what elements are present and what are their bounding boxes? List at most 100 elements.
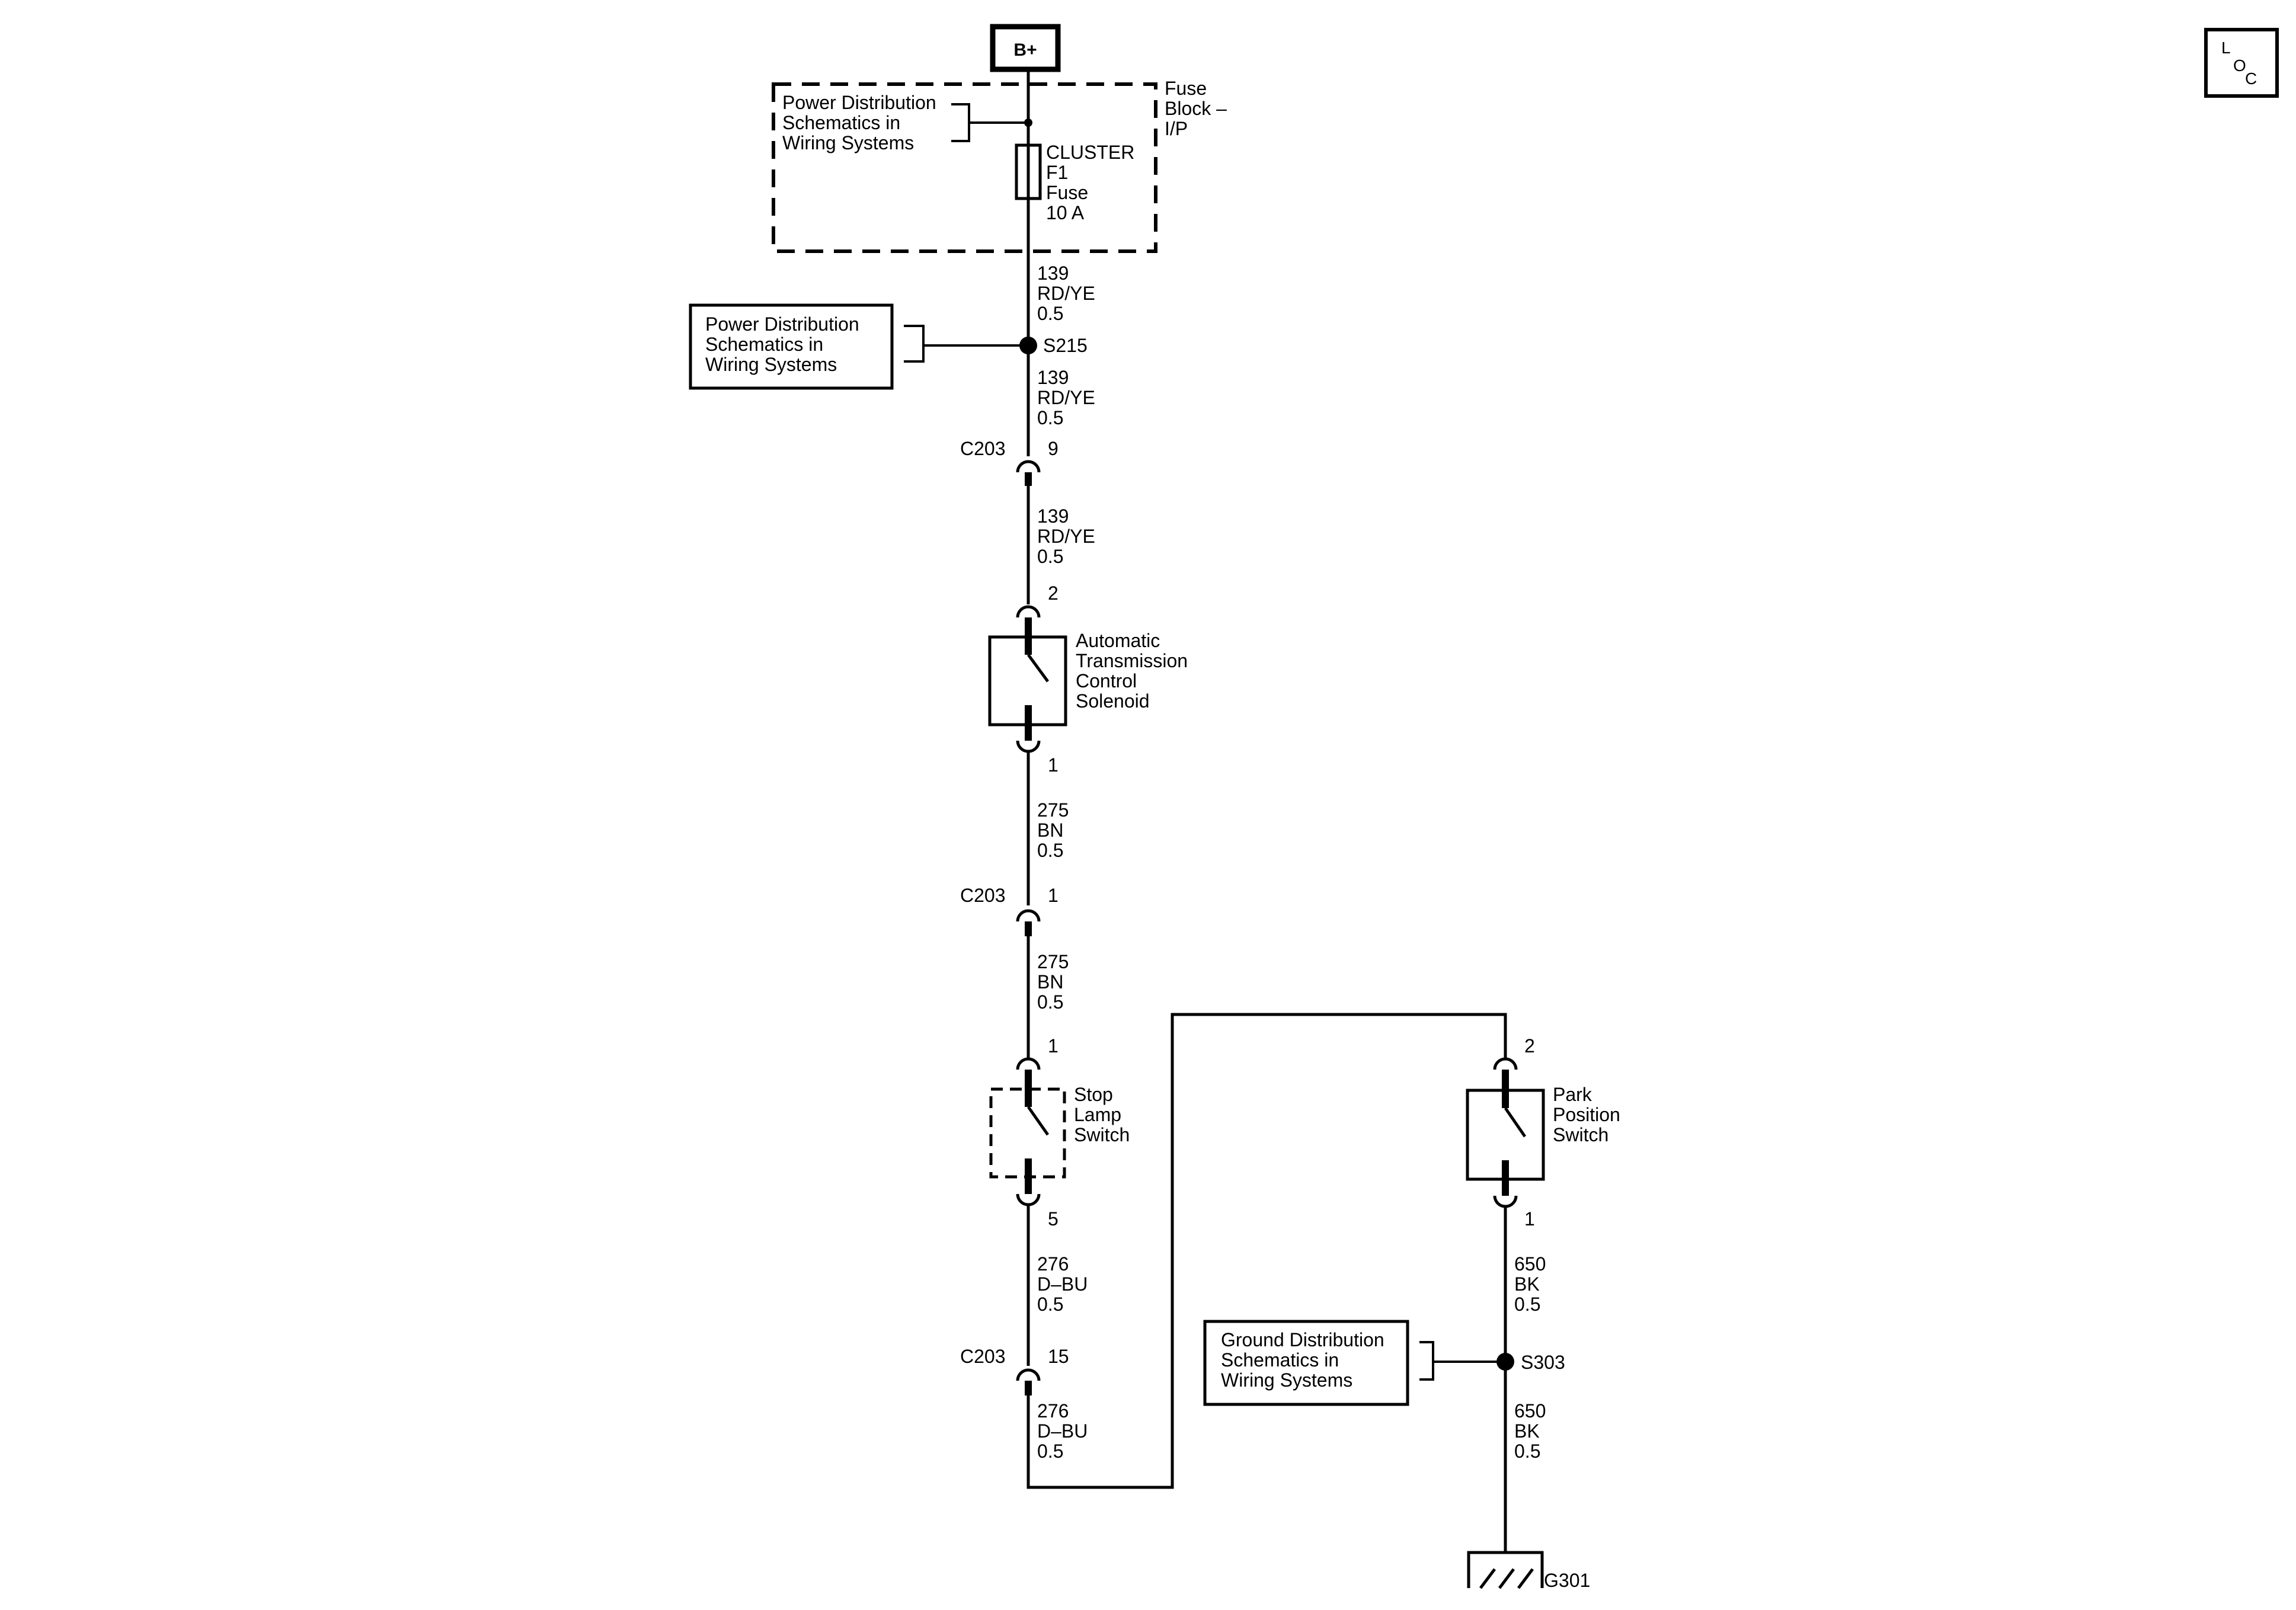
ref-bracket-1 [951,103,970,142]
ground-g301: G301 [1467,1551,1590,1591]
svg-text:0.5: 0.5 [1037,1441,1063,1462]
ref-power-1-line-3: Wiring Systems [782,132,914,153]
wire-label-8: 650 BK 0.5 [1514,1253,1546,1315]
svg-text:D–BU: D–BU [1037,1273,1088,1295]
park-switch-label-line-1: Park [1553,1084,1593,1105]
loc-letter-l: L [2221,39,2231,57]
splice-s215-label: S215 [1043,335,1088,356]
transmission-control-solenoid: 2 1 Automatic Transmission Control Solen… [988,582,1188,776]
svg-text:0.5: 0.5 [1037,546,1063,567]
fuse-label-line-1: CLUSTER [1046,142,1134,163]
park-switch-label-line-3: Switch [1553,1124,1609,1145]
ref-power-1-line-1: Power Distribution [782,92,936,113]
wire-label-6: 276 D–BU 0.5 [1037,1253,1088,1315]
connector-c203-c-pin: 15 [1048,1346,1069,1367]
stop-lamp-label-line-1: Stop [1074,1084,1113,1105]
svg-text:0.5: 0.5 [1037,1294,1063,1315]
solenoid-label-line-2: Transmission [1076,650,1188,671]
loc-symbol: L O C [2204,28,2279,98]
wire-label-3: 139 RD/YE 0.5 [1037,505,1095,567]
solenoid-label-line-3: Control [1076,670,1137,692]
ref-bracket-2 [904,325,925,363]
park-switch-pin-bottom: 1 [1524,1208,1535,1230]
ref-bracket-3 [1419,1341,1434,1381]
svg-text:BK: BK [1514,1273,1540,1295]
wire-label-7: 276 D–BU 0.5 [1037,1400,1088,1462]
park-switch-label-line-2: Position [1553,1104,1620,1125]
connector-c203-b-pin: 1 [1048,885,1059,906]
fuse-block-label-line-3: I/P [1165,118,1188,139]
svg-text:0.5: 0.5 [1514,1441,1540,1462]
wire-label-2: 139 RD/YE 0.5 [1037,367,1095,428]
wire-c203-15-to-park-switch [1027,1013,1507,1489]
wire-label-5: 275 BN 0.5 [1037,951,1069,1013]
wire-label-9: 650 BK 0.5 [1514,1400,1546,1462]
ref-ground-line-3: Wiring Systems [1221,1369,1352,1391]
park-switch-pin-top: 2 [1524,1035,1535,1057]
splice-s303-label: S303 [1521,1352,1565,1373]
svg-text:139: 139 [1037,263,1069,284]
fuse-label-line-2: F1 [1046,162,1068,183]
ref-ground-distribution[interactable]: Ground Distribution Schematics in Wiring… [1203,1320,1409,1406]
svg-text:RD/YE: RD/YE [1037,526,1095,547]
connector-c203-a-pin: 9 [1048,438,1059,459]
power-source-label: B+ [1013,40,1037,60]
svg-text:139: 139 [1037,367,1069,388]
ref-power-distribution-1[interactable]: Power Distribution Schematics in Wiring … [782,92,936,153]
svg-text:BK: BK [1514,1420,1540,1442]
svg-text:0.5: 0.5 [1037,991,1063,1013]
ref-power-2-line-3: Wiring Systems [705,354,837,375]
loc-letter-c: C [2245,69,2257,88]
svg-text:BN: BN [1037,971,1063,993]
connector-c203-b-name: C203 [960,885,1006,906]
fuse-label-line-3: Fuse [1046,182,1088,203]
ref-ground-line-2: Schematics in [1221,1349,1339,1371]
svg-text:0.5: 0.5 [1037,407,1063,428]
fuse-block-label-line-2: Block – [1165,98,1227,119]
ref-power-2-line-1: Power Distribution [705,313,859,335]
ref-ground-line-1: Ground Distribution [1221,1329,1384,1350]
connector-c203-pin-1: C203 1 [960,885,1059,936]
svg-text:650: 650 [1514,1253,1546,1275]
connector-c203-pin-9: C203 9 [960,438,1059,486]
power-source-b-plus: B+ [990,24,1061,72]
svg-text:RD/YE: RD/YE [1037,387,1095,408]
fuse-block-label-line-1: Fuse [1165,78,1207,99]
svg-text:0.5: 0.5 [1037,840,1063,861]
solenoid-pin-bottom: 1 [1048,754,1059,776]
svg-text:275: 275 [1037,799,1069,821]
wire-label-1: 139 RD/YE 0.5 [1037,263,1095,324]
ref-power-2-line-2: Schematics in [705,334,823,355]
ground-label: G301 [1544,1570,1590,1591]
svg-text:BN: BN [1037,820,1063,841]
solenoid-pin-top: 2 [1048,582,1059,604]
svg-text:275: 275 [1037,951,1069,972]
ref-power-distribution-2[interactable]: Power Distribution Schematics in Wiring … [689,303,894,390]
svg-text:650: 650 [1514,1400,1546,1422]
svg-text:D–BU: D–BU [1037,1420,1088,1442]
connector-c203-c-name: C203 [960,1346,1006,1367]
park-position-switch: 2 1 Park Position Switch [1466,1035,1620,1230]
svg-text:276: 276 [1037,1253,1069,1275]
svg-text:0.5: 0.5 [1037,303,1063,324]
ref-power-1-line-2: Schematics in [782,112,900,133]
stop-lamp-label-line-2: Lamp [1074,1104,1121,1125]
connector-c203-a-name: C203 [960,438,1006,459]
stop-lamp-switch: 1 5 Stop Lamp Switch [989,1035,1130,1230]
stop-lamp-label-line-3: Switch [1074,1124,1130,1145]
svg-text:RD/YE: RD/YE [1037,283,1095,304]
solenoid-label-line-4: Solenoid [1076,690,1150,712]
svg-text:0.5: 0.5 [1514,1294,1540,1315]
connector-c203-pin-15: C203 15 [960,1346,1069,1395]
fuse-block-ip: Fuse Block – I/P [772,78,1227,253]
svg-text:139: 139 [1037,505,1069,527]
wire-label-4: 275 BN 0.5 [1037,799,1069,861]
stop-lamp-pin-top: 1 [1048,1035,1059,1057]
fuse-label-line-4: 10 A [1046,202,1085,223]
svg-text:276: 276 [1037,1400,1069,1422]
solenoid-label-line-1: Automatic [1076,630,1160,651]
stop-lamp-pin-bottom: 5 [1048,1208,1059,1230]
loc-letter-o: O [2233,56,2246,75]
fuse-cluster-f1: CLUSTER F1 Fuse 10 A [1015,142,1134,223]
